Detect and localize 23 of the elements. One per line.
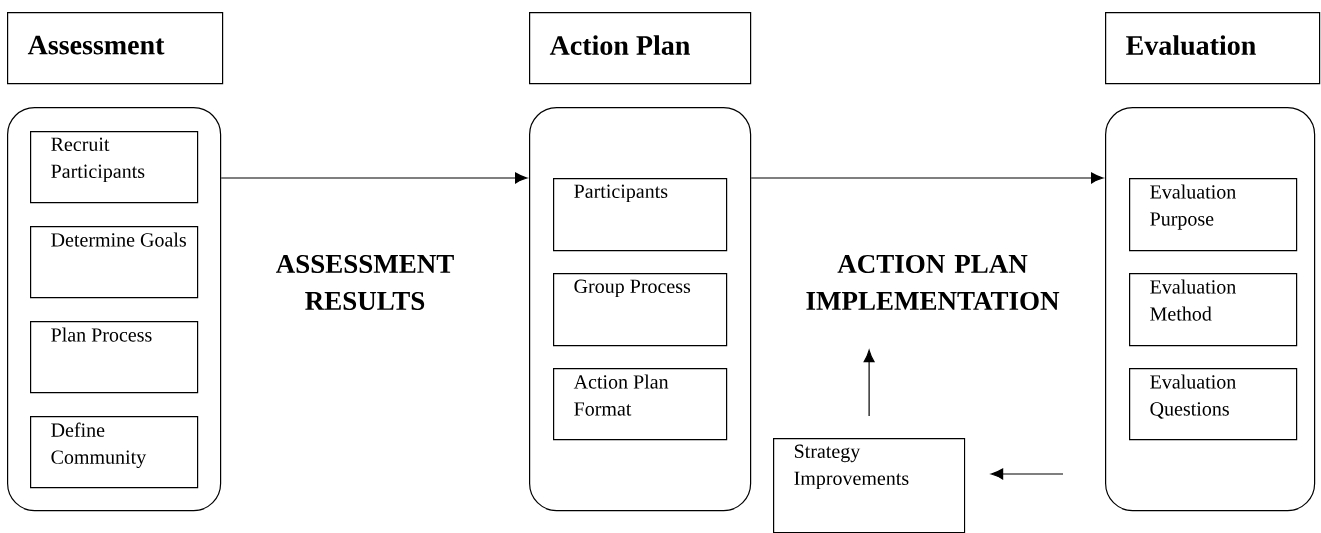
step-box: Evaluation Questions <box>1129 368 1298 441</box>
header-box: Evaluation <box>1105 12 1321 85</box>
step-box: Participants <box>553 178 728 252</box>
group-panel <box>529 107 752 512</box>
step-box: Evaluation Purpose <box>1129 178 1298 252</box>
step-box: Recruit Participants <box>30 131 199 204</box>
arrow <box>750 172 1104 184</box>
step-box: Strategy Improvements <box>773 438 966 533</box>
header-box: Action Plan <box>529 12 752 85</box>
step-box: Define Community <box>30 416 199 489</box>
step-box: Plan Process <box>30 321 199 394</box>
arrow <box>220 172 528 184</box>
group-panel <box>1105 107 1316 512</box>
arrow <box>863 349 875 417</box>
header-box: Assessment <box>7 12 224 85</box>
step-box: Action Plan Format <box>553 368 728 441</box>
step-box: Determine Goals <box>30 226 199 299</box>
step-box: Group Process <box>553 273 728 347</box>
step-box: Evaluation Method <box>1129 273 1298 347</box>
group-panel <box>7 107 222 512</box>
stage-label: ASSESSMENT RESULTS <box>276 254 454 311</box>
stage-label: ACTION PLAN IMPLEMENTATION <box>806 254 1060 311</box>
arrow <box>990 468 1064 480</box>
